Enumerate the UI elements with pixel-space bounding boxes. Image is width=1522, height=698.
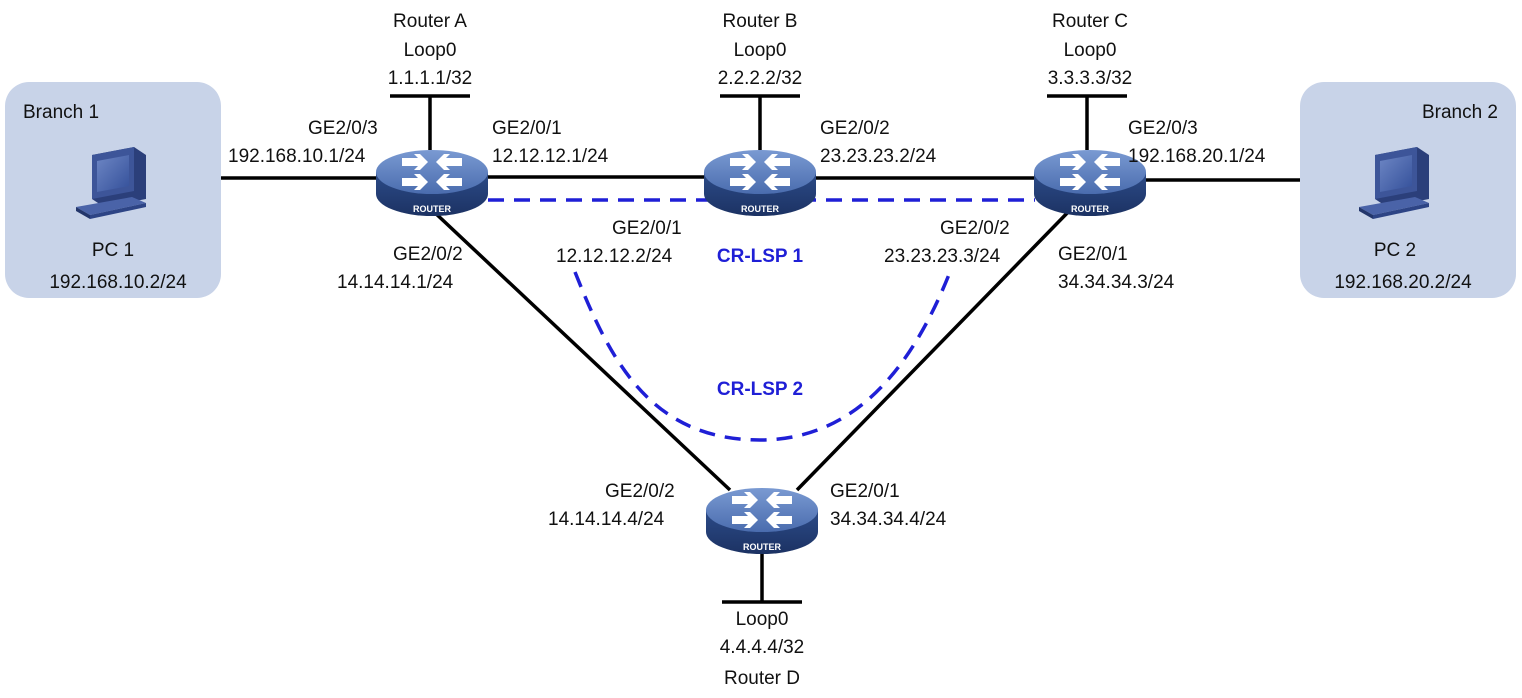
router-c-loop-name: Loop0 xyxy=(1064,40,1117,61)
pc2-name: PC 2 xyxy=(1374,240,1416,261)
link-routerc-routerd xyxy=(795,203,1077,492)
router-a-ge202-ip: 14.14.14.1/24 xyxy=(337,272,454,293)
router-a-ge203-port: GE2/0/3 xyxy=(308,118,378,139)
router-c-ge201-ip: 34.34.34.3/24 xyxy=(1058,272,1175,293)
router-c-badge: ROUTER xyxy=(1071,204,1110,214)
router-d-badge: ROUTER xyxy=(743,542,782,552)
cr-lsp2-path xyxy=(573,271,952,442)
router-b-loop-name: Loop0 xyxy=(734,40,787,61)
pc1-name: PC 1 xyxy=(92,240,134,261)
branch2-name: Branch 2 xyxy=(1422,102,1498,123)
router-a-loop-name: Loop0 xyxy=(404,40,457,61)
router-a-ge202-port: GE2/0/2 xyxy=(393,244,463,265)
pc1-ip: 192.168.10.2/24 xyxy=(49,272,187,293)
pc2-ip: 192.168.20.2/24 xyxy=(1334,272,1472,293)
router-c-ge203-ip: 192.168.20.1/24 xyxy=(1128,146,1266,167)
router-c-icon: ROUTER xyxy=(1034,150,1146,216)
router-c-ge203-port: GE2/0/3 xyxy=(1128,118,1198,139)
router-b-loop-ip: 2.2.2.2/32 xyxy=(718,68,803,89)
router-a-name: Router A xyxy=(393,11,467,32)
router-d-name: Router D xyxy=(724,668,800,689)
router-b-ge201-port: GE2/0/1 xyxy=(612,218,682,239)
router-b-ge201-ip: 12.12.12.2/24 xyxy=(556,246,673,267)
branch1-name: Branch 1 xyxy=(23,102,99,123)
router-b-icon: ROUTER xyxy=(704,150,816,216)
router-a-icon: ROUTER xyxy=(376,150,488,216)
router-c-name: Router C xyxy=(1052,11,1128,32)
router-d-ge201-port: GE2/0/1 xyxy=(830,481,900,502)
router-b-ge202-ip: 23.23.23.2/24 xyxy=(820,146,937,167)
router-d-ge201-ip: 34.34.34.4/24 xyxy=(830,509,947,530)
router-a-ge201-ip: 12.12.12.1/24 xyxy=(492,146,609,167)
router-b-ge202-port: GE2/0/2 xyxy=(820,118,890,139)
link-routera-routerd xyxy=(430,208,732,492)
router-d-ge202-ip: 14.14.14.4/24 xyxy=(548,509,665,530)
router-d-icon: ROUTER xyxy=(706,488,818,554)
router-c-ge202-port: GE2/0/2 xyxy=(940,218,1010,239)
router-d-loop-ip: 4.4.4.4/32 xyxy=(720,637,805,658)
router-d-ge202-port: GE2/0/2 xyxy=(605,481,675,502)
router-c-ge202-ip: 23.23.23.3/24 xyxy=(884,246,1001,267)
cr-lsp2-label: CR-LSP 2 xyxy=(717,379,803,400)
router-a-badge: ROUTER xyxy=(413,204,452,214)
router-d-loop-name: Loop0 xyxy=(736,609,789,630)
router-b-badge: ROUTER xyxy=(741,204,780,214)
router-a-loop-ip: 1.1.1.1/32 xyxy=(388,68,473,89)
router-a-ge203-ip: 192.168.10.1/24 xyxy=(228,146,366,167)
cr-lsp1-label: CR-LSP 1 xyxy=(717,246,804,267)
router-b-name: Router B xyxy=(723,11,798,32)
router-c-loop-ip: 3.3.3.3/32 xyxy=(1048,68,1133,89)
router-a-ge201-port: GE2/0/1 xyxy=(492,118,562,139)
router-c-ge201-port: GE2/0/1 xyxy=(1058,244,1128,265)
